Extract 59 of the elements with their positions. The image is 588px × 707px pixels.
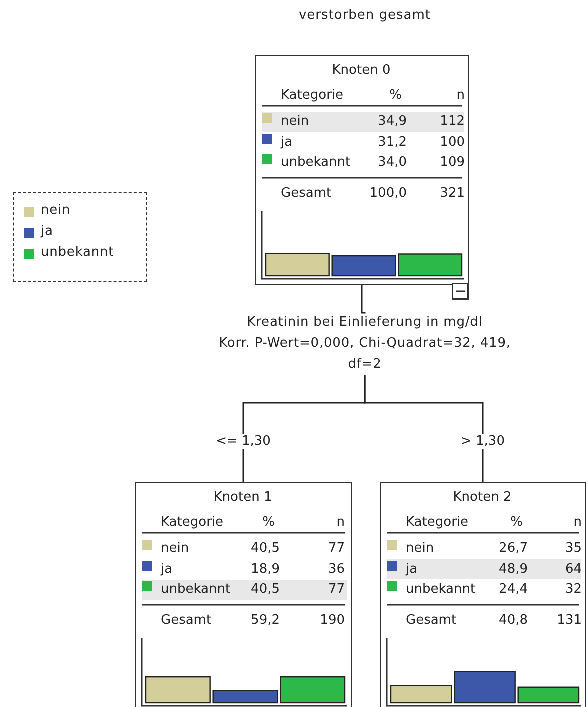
- column-header: Kategorie: [161, 515, 224, 531]
- count-value: 36: [328, 562, 345, 578]
- column-header: n: [456, 88, 465, 104]
- total-label: Gesamt: [281, 186, 332, 202]
- percent-value: 59,2: [251, 613, 280, 629]
- count-value: 77: [328, 541, 345, 557]
- tree-node-box: [135, 482, 352, 707]
- category-label: nein: [281, 114, 310, 130]
- category-label: ja: [406, 562, 418, 578]
- percent-value: 24,4: [499, 582, 528, 598]
- total-label: Gesamt: [406, 613, 457, 629]
- count-value: 112: [440, 114, 465, 130]
- count-value: 32: [565, 582, 582, 598]
- percent-value: 18,9: [251, 562, 280, 578]
- legend-label: unbekannt: [41, 245, 114, 260]
- category-label: unbekannt: [161, 582, 231, 598]
- column-header: %: [390, 88, 402, 104]
- legend-label: ja: [41, 224, 54, 239]
- diagram-title: verstorben gesamt: [298, 8, 432, 23]
- column-header: %: [510, 515, 523, 531]
- category-label: ja: [281, 134, 293, 150]
- split-text: Kreatinin bei Einlieferung in mg/dl: [247, 314, 483, 332]
- percent-value: 40,5: [251, 582, 280, 598]
- category-label: unbekannt: [406, 582, 476, 598]
- count-value: 64: [565, 562, 582, 578]
- column-header: Kategorie: [406, 515, 469, 531]
- percent-value: 34,9: [378, 114, 407, 130]
- percent-value: 26,7: [499, 541, 528, 557]
- column-header: n: [574, 515, 582, 531]
- percent-value: 100,0: [370, 186, 407, 202]
- column-header: %: [262, 515, 275, 531]
- total-label: Gesamt: [161, 613, 212, 629]
- percent-value: 34,0: [378, 155, 407, 171]
- count-value: 190: [320, 613, 345, 629]
- count-value: 109: [440, 155, 465, 171]
- category-label: ja: [161, 562, 173, 578]
- tree-branch: [364, 375, 484, 482]
- tree-branch: [361, 285, 366, 314]
- count-value: 131: [557, 613, 582, 629]
- category-label: unbekannt: [281, 155, 351, 171]
- tree-node-box: [255, 55, 469, 285]
- count-value: 321: [440, 186, 465, 202]
- legend-label: nein: [41, 203, 71, 218]
- percent-value: 40,8: [499, 613, 528, 629]
- split-text: Korr. P-Wert=0,000, Chi-Quadrat=32, 419, df=2: [218, 335, 512, 374]
- category-label: nein: [161, 541, 190, 557]
- count-value: 77: [328, 582, 345, 598]
- percent-value: 48,9: [499, 562, 528, 578]
- column-header: Kategorie: [281, 88, 344, 104]
- percent-value: 31,2: [378, 134, 407, 150]
- category-label: nein: [406, 541, 434, 557]
- count-value: 100: [440, 134, 465, 150]
- column-header: n: [336, 515, 345, 531]
- count-value: 35: [565, 541, 582, 557]
- node-title: Knoten 1: [212, 490, 274, 506]
- node-title: Knoten 2: [452, 490, 513, 506]
- percent-value: 40,5: [251, 541, 280, 557]
- tree-node-box: [380, 482, 586, 707]
- node-title: Knoten 0: [331, 63, 392, 79]
